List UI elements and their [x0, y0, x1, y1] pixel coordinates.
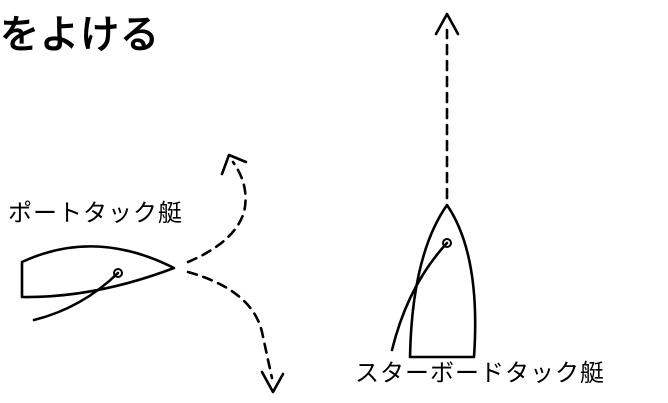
starboard-boat-mast [442, 238, 452, 248]
port-boat-sail [32, 271, 120, 322]
port-boat-tack-arrow [220, 153, 248, 176]
starboard-boat-course-arrow [434, 12, 460, 36]
port-boat-mast [113, 268, 123, 278]
port-boat-bear-away-arrow [260, 370, 285, 394]
port-boat-label: ポートタック艇 [8, 199, 183, 227]
diagram-title: をよける [0, 13, 161, 58]
starboard-boat-hull [408, 203, 477, 359]
port-boat-hull [20, 245, 176, 299]
port-boat-tack-course [186, 160, 247, 264]
port-boat-bear-away-course [186, 270, 274, 380]
starboard-boat-sail [390, 241, 449, 352]
starboard-boat-label: スターボードタック艇 [355, 359, 605, 387]
